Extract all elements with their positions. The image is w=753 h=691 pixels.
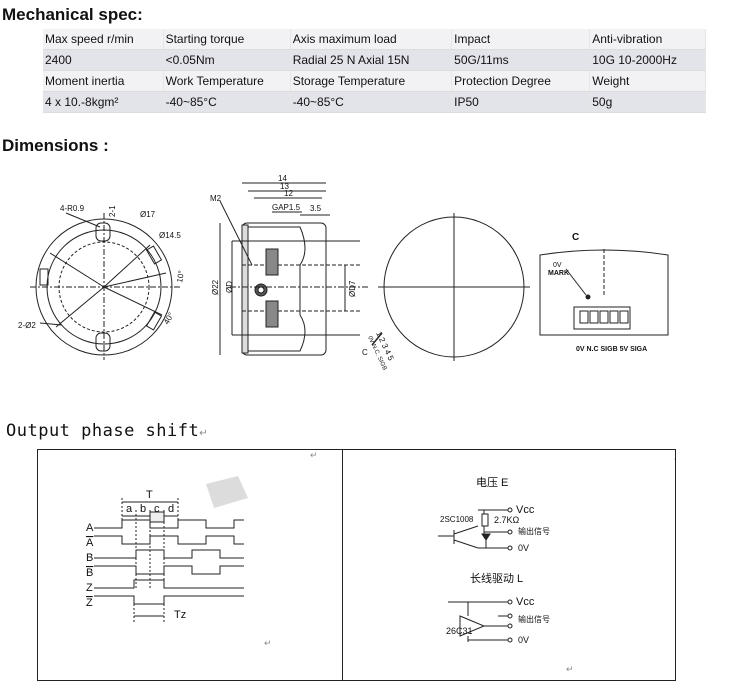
spec-cell: Moment inertia (43, 70, 164, 92)
label-40-deg: 40° (162, 311, 176, 326)
output2-label: 输出信号 (518, 614, 550, 624)
spec-cell: Radial 25 N Axial 15N (290, 49, 453, 71)
spec-cell: 50g (589, 91, 706, 113)
spec-cell: 50G/11ms (451, 49, 591, 71)
zero-volt-label: 0V (518, 543, 529, 553)
signal-z-bar-label: Z (86, 597, 93, 609)
vcc2-label: Vcc (516, 596, 535, 608)
label-13: 13 (280, 182, 289, 191)
spec-cell: Max speed r/min (43, 29, 164, 50)
spec-cell: Axis maximum load (290, 29, 453, 50)
spec-cell: 2400 (43, 49, 164, 71)
side-view-drawing (219, 182, 370, 356)
timing-tz-label: Tz (174, 609, 186, 621)
dimension-drawings: 4-R0.9 2-1 Ø17 Ø14.5 10° 40° 2-Ø2 14 13 … (18, 174, 669, 370)
edit-mark-icon: ↵ (566, 664, 574, 674)
voltage-title: 电压 E (476, 476, 508, 489)
c-label: C (362, 348, 368, 357)
vcc-label: Vcc (516, 504, 535, 516)
phase-diagrams: T a b c d A A B B Z Z Tz ↵ ↵ ↵ ↵ (86, 450, 675, 674)
label-14: 14 (278, 174, 287, 183)
timing-T-label: T (146, 489, 153, 501)
edit-mark-icon: ↵ (674, 454, 675, 464)
back-view-drawing (371, 213, 530, 361)
ic-label: 26C31 (446, 626, 473, 636)
signal-z-label: Z (86, 582, 93, 594)
connector-view-drawing (539, 249, 669, 336)
label-2-1: 2-1 (108, 205, 117, 217)
output-label: 输出信号 (518, 526, 550, 536)
connector-c-label: C (572, 232, 579, 243)
spec-cell: 10G 10-2000Hz (589, 49, 706, 71)
signal-b-label: B (86, 552, 93, 564)
label-3-5: 3.5 (310, 204, 322, 213)
label-gap: GAP1.5 (272, 203, 301, 212)
spec-cell: Storage Temperature (290, 70, 453, 92)
label-m2: M2 (210, 194, 222, 203)
transistor-label: 2SC1008 (440, 515, 474, 524)
label-d17: Ø17 (140, 210, 156, 219)
timing-c-label: c (154, 503, 160, 515)
line-driver-title: 长线驱动 L (470, 571, 523, 585)
spec-cell: Impact (451, 29, 591, 50)
spec-cell: IP50 (451, 91, 591, 113)
phase-shift-box: T a b c d A A B B Z Z Tz ↵ ↵ ↵ ↵ (37, 449, 676, 681)
zero-volt2-label: 0V (518, 635, 529, 645)
edit-mark-icon: ↵ (199, 428, 209, 439)
edit-mark-icon: ↵ (264, 638, 272, 648)
circuit-drawings (438, 507, 513, 643)
front-view-drawing (30, 212, 180, 360)
label-dd: ØD (225, 281, 234, 293)
label-12: 12 (284, 189, 293, 198)
signal-a-label: A (86, 522, 94, 534)
label-4-r09: 4-R0.9 (60, 204, 85, 213)
mechanical-spec-heading: Mechanical spec: (2, 5, 143, 24)
spec-cell: Protection Degree (451, 70, 591, 92)
label-2-d2: 2-Ø2 (18, 321, 36, 330)
connector-0v-label: 0V (553, 262, 562, 269)
dimensions-heading: Dimensions : (2, 136, 109, 155)
connector-pins-label: 0V N.C SIGB 5V SIGA (576, 346, 647, 353)
spec-cell: Weight (589, 70, 706, 92)
spec-cell: -40~85°C (163, 91, 291, 113)
phase-box-divider (342, 450, 343, 680)
spec-cell: -40~85°C (290, 91, 453, 113)
connector-mark-label: MARK (548, 270, 569, 277)
spec-cell: <0.05Nm (163, 49, 291, 71)
output-phase-heading: Output phase shift↵ (6, 421, 208, 441)
label-10-deg: 10° (175, 270, 186, 283)
spec-cell: Anti-vibration (589, 29, 706, 50)
signal-b-bar-label: B (86, 567, 93, 579)
label-d145: Ø14.5 (159, 231, 181, 240)
phase-heading-text: Output phase shift (6, 421, 200, 441)
resistor-label: 2.7KΩ (494, 515, 520, 525)
spec-cell: 4 x 10.-8kgm² (43, 91, 164, 113)
edit-mark-icon: ↵ (310, 450, 318, 460)
signal-a-bar-label: A (86, 537, 94, 549)
timing-d-label: d (168, 503, 174, 515)
timing-a-label: a (126, 503, 133, 515)
scan-shadow (206, 476, 248, 508)
timing-b-label: b (140, 503, 146, 515)
timing-waveforms (94, 498, 244, 622)
spec-cell: Work Temperature (163, 70, 291, 92)
spec-cell: Starting torque (163, 29, 291, 50)
label-d22: Ø22 (211, 279, 220, 295)
label-dd7: ØD7 (348, 280, 357, 297)
